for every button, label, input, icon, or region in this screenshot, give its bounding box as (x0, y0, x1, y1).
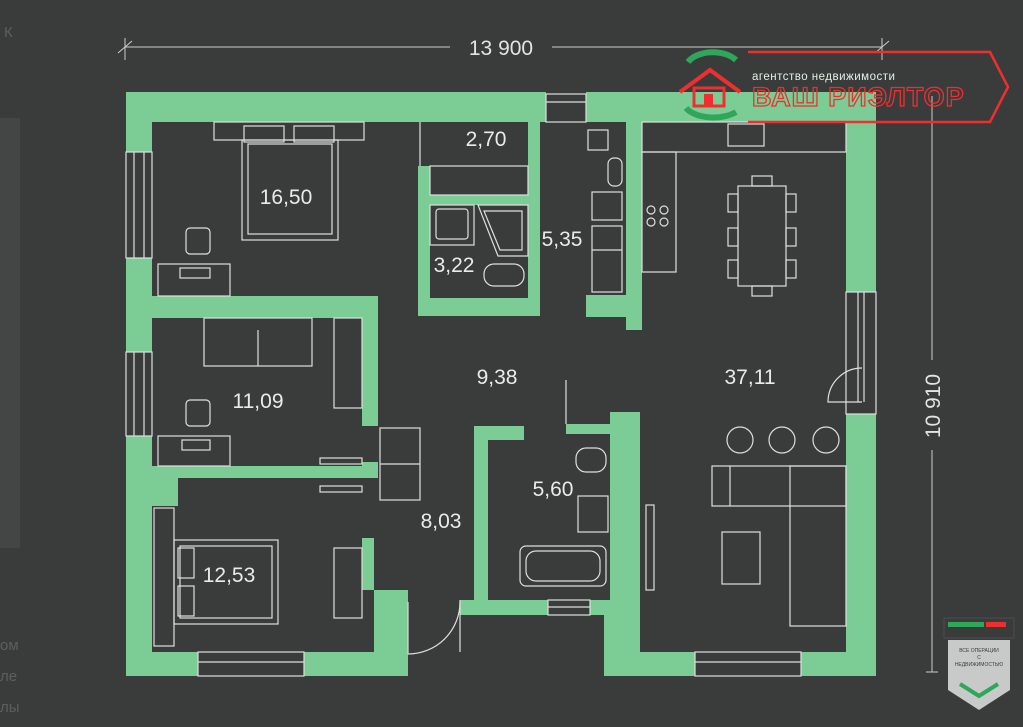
doors (407, 367, 863, 655)
kitchen-furniture (641, 121, 847, 297)
room-area-entry: 8,03 (421, 510, 462, 533)
badge-line-1: ВСЕ ОПЕРАЦИИ (959, 648, 999, 654)
badge-line-2: С (977, 655, 981, 661)
logo-house-roof-icon (678, 67, 742, 94)
room-area-storage: 2,70 (466, 128, 507, 151)
dimension-width (117, 38, 890, 60)
room-area-bathroom-1: 3,22 (434, 254, 475, 277)
dimension-width-label: 13 900 (469, 37, 533, 60)
agency-badge: ВСЕ ОПЕРАЦИИ С НЕДВИЖИМОСТЬЮ (943, 617, 1015, 710)
room-labels: 16,50 2,70 3,22 5,35 11,09 9,38 37,11 5,… (203, 128, 776, 587)
dimension-height-label: 10 910 (922, 374, 945, 438)
badge-green-bar (948, 622, 984, 627)
room-area-laundry: 5,35 (542, 228, 583, 251)
watermark-frame (748, 50, 1010, 124)
agency-watermark: агентство недвижимости ВАШ РИЭЛТОР (678, 49, 1010, 124)
bathroom-1-fixtures (429, 165, 529, 287)
bathroom-2-fixtures (519, 447, 609, 587)
room-area-living-kitchen: 37,11 (725, 366, 776, 389)
entry-closet (319, 427, 421, 501)
bedroom-3-furniture (153, 507, 363, 647)
background-fragment-1: ом (0, 637, 19, 654)
background-page: К ом ле лы (0, 24, 20, 716)
background-fragment-2: ле (0, 668, 17, 685)
background-photo-strip (0, 118, 20, 548)
room-area-hall: 9,38 (477, 366, 518, 389)
background-fragment-3: лы (0, 699, 20, 716)
room-area-bathroom-2: 5,60 (533, 478, 574, 501)
living-furniture (645, 426, 847, 627)
bedroom-2-furniture (157, 317, 363, 467)
bedroom-1-furniture (157, 121, 421, 297)
laundry-fixtures (587, 129, 623, 293)
badge-top (943, 617, 1015, 639)
room-area-bedroom-2: 11,09 (233, 390, 284, 413)
logo-green-arc-icon (685, 49, 739, 65)
dimension-height (926, 96, 938, 673)
badge-shield (948, 640, 1010, 710)
logo-house-door-icon (704, 94, 713, 106)
badge-chevron-icon (958, 682, 1000, 699)
windows (125, 93, 877, 677)
interior-walls (152, 120, 642, 652)
room-area-bedroom-1: 16,50 (260, 186, 313, 209)
watermark-brand: ВАШ РИЭЛТОР (752, 82, 965, 112)
watermark-tagline: агентство недвижимости (752, 71, 895, 83)
badge-red-bar (986, 622, 1006, 627)
room-area-bedroom-3: 12,53 (203, 564, 256, 587)
background-corner-letter: К (4, 24, 13, 41)
badge-line-3: НЕДВИЖИМОСТЬЮ (955, 662, 1003, 668)
logo-green-hand-icon (683, 105, 738, 121)
